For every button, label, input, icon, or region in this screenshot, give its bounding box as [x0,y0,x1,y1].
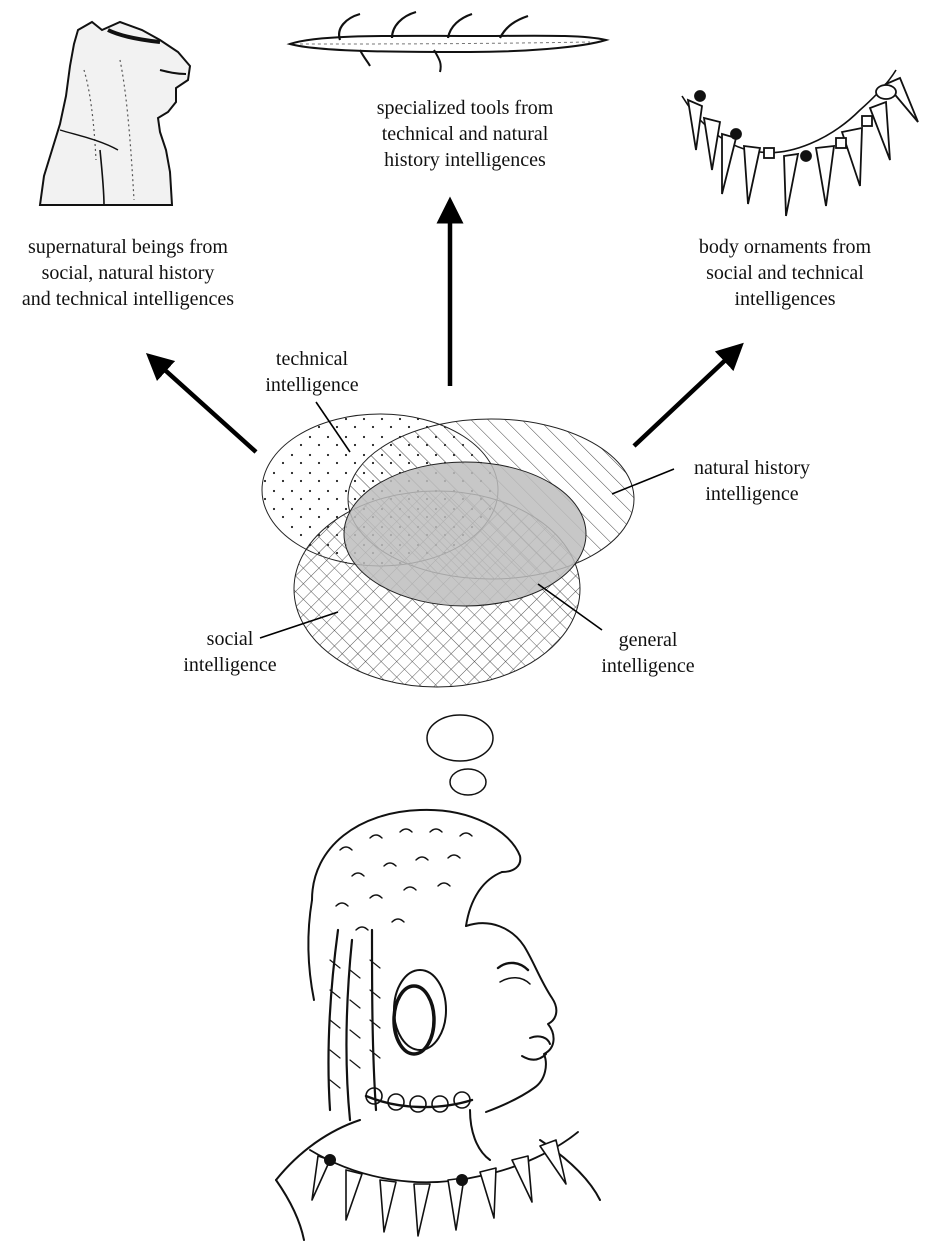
lion-man-figurine-icon [40,22,190,205]
general-intelligence-ellipse [344,462,586,606]
specialized-tools-caption: specialized tools from technical and nat… [330,95,600,173]
supernatural-beings-caption: supernatural beings from social, natural… [0,234,256,312]
harpoon-tool-icon [290,12,606,72]
thought-bubble-icon [427,715,493,795]
technical-intelligence-label: technical intelligence [252,346,372,398]
arrow-to-ornaments [634,352,734,446]
natural-history-intelligence-label: natural history intelligence [662,455,842,507]
general-intelligence-label: general intelligence [578,627,718,679]
human-head-portrait-icon [276,810,600,1240]
body-ornaments-caption: body ornaments from social and technical… [660,234,910,312]
social-intelligence-label: social intelligence [160,626,300,678]
tooth-necklace-icon [682,70,918,216]
arrow-to-supernatural [156,362,256,452]
